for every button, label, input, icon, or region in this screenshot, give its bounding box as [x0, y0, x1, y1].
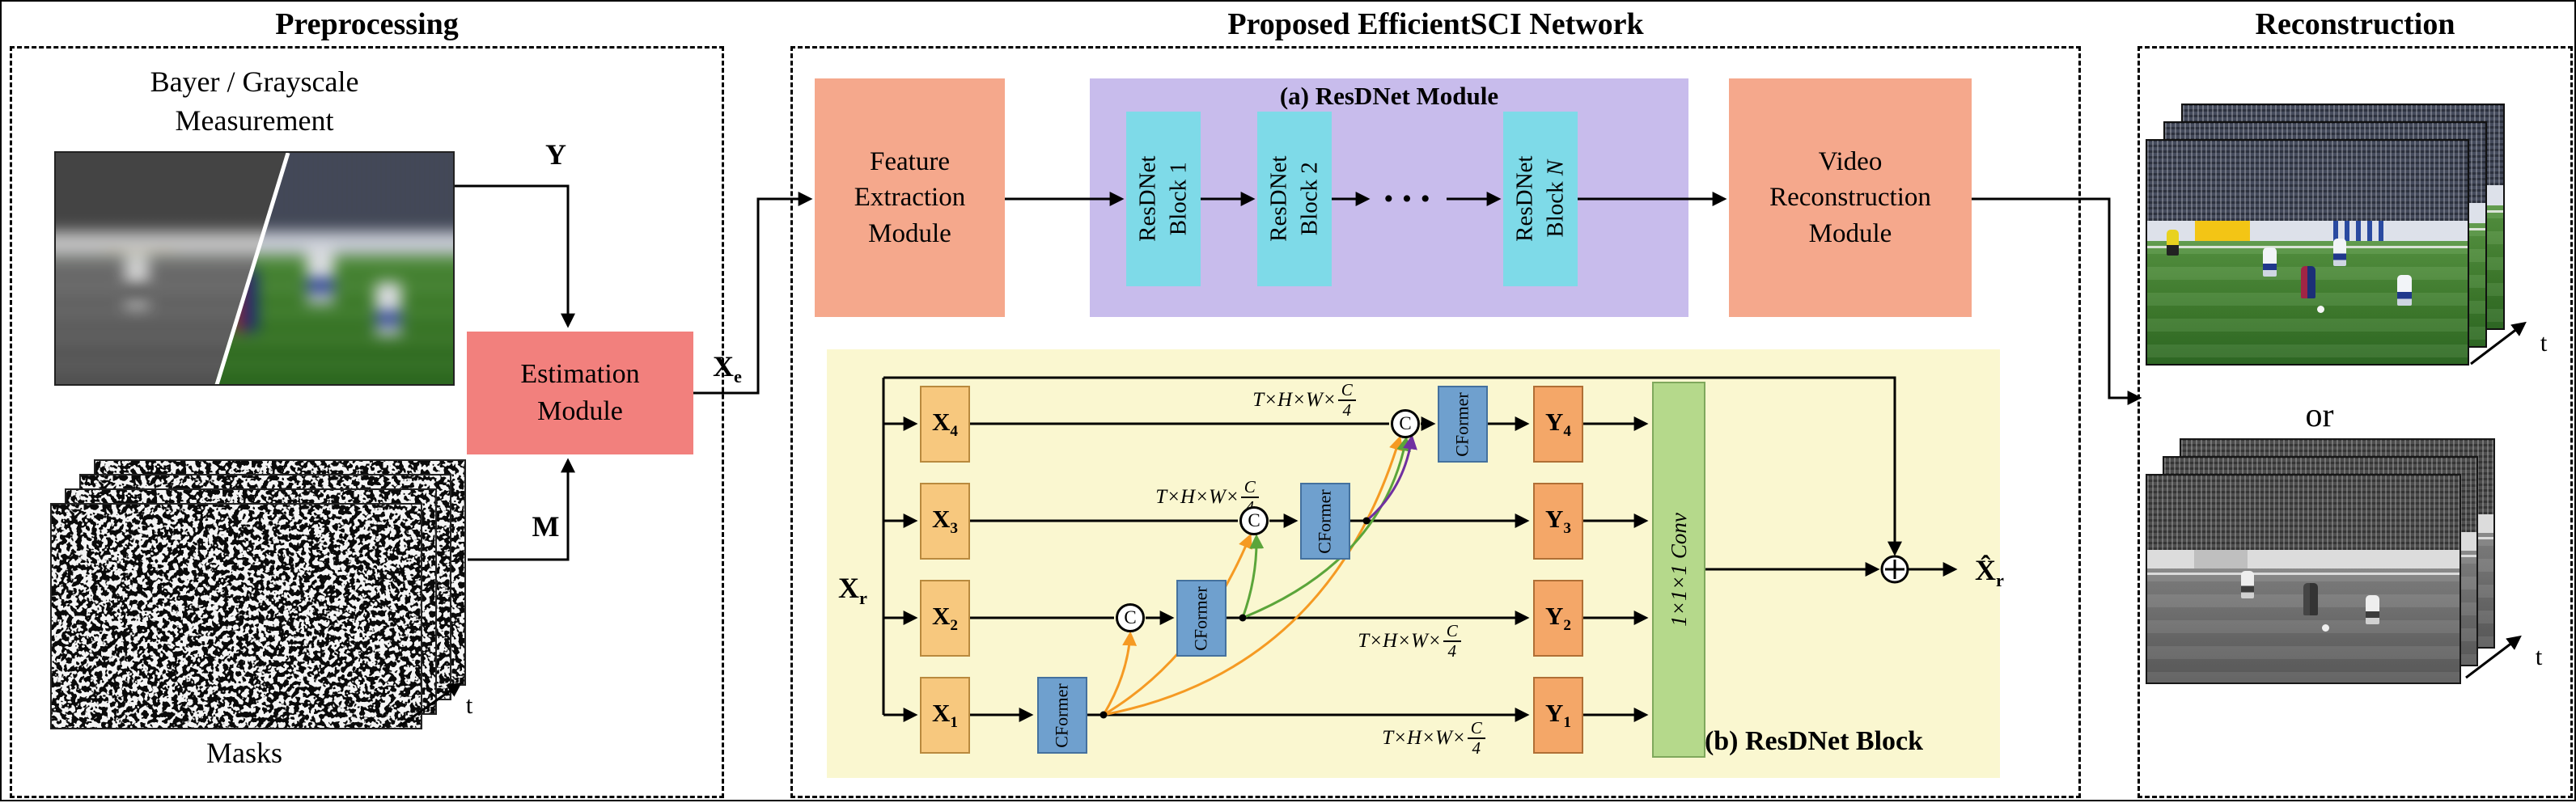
xr-hat-output-label: X̂r — [1975, 554, 2004, 591]
crowd-band — [2147, 141, 2468, 222]
feature-extraction-module: Feature Extraction Module — [815, 78, 1005, 317]
resdnet-block-2-line2: Block 2 — [1296, 162, 1323, 236]
or-label: or — [2305, 397, 2334, 434]
estimation-module: Estimation Module — [467, 332, 693, 454]
concat-node-2: C — [1116, 603, 1145, 632]
fem-line1: Feature — [870, 146, 950, 176]
concat-node-4: C — [1391, 409, 1420, 438]
player-figure — [2396, 274, 2412, 306]
y3-box: Y3 — [1533, 483, 1583, 560]
sideline — [2147, 245, 2468, 248]
cformer-1: CFormer — [1037, 677, 1087, 754]
resdnet-block-n-line2: Block N — [1542, 160, 1569, 238]
reconstruction-title: Reconstruction — [2255, 7, 2455, 41]
resdnet-block-1-label: ResDNet Block 1 — [1133, 156, 1193, 242]
conv-1x1x1-label: 1×1×1 Conv — [1666, 513, 1691, 627]
x2-box: X2 — [920, 580, 970, 657]
network-panel-border — [790, 46, 2081, 798]
ad-board — [56, 230, 286, 256]
masks-time-label: t — [465, 691, 473, 719]
mask-frame-1 — [50, 503, 422, 729]
resdnet-block-1-line1: ResDNet — [1134, 155, 1161, 243]
preprocessing-title: Preprocessing — [275, 7, 459, 41]
vrm-line3: Module — [1808, 218, 1892, 248]
y1-box: Y1 — [1533, 677, 1583, 754]
x1-box: X1 — [920, 677, 970, 754]
resdnet-block-n-label: ResDNet Block N — [1510, 156, 1570, 242]
player-figure — [306, 247, 334, 304]
x4-box: X4 — [920, 386, 970, 463]
estimation-module-line1: Estimation — [520, 359, 640, 390]
masks-label: Masks — [205, 737, 282, 769]
player-figure — [2240, 570, 2254, 598]
conv-1x1x1-box: 1×1×1 Conv — [1652, 382, 1705, 758]
vrm-line2: Reconstruction — [1769, 183, 1931, 213]
grayscale-stack — [2146, 438, 2498, 685]
ball — [2322, 624, 2330, 632]
resdnet-block-detail-title: (b) ResDNet Block — [1704, 726, 1924, 756]
fem-line2: Extraction — [854, 183, 966, 213]
color-time-label: t — [2540, 328, 2548, 357]
color-frame-1 — [2146, 139, 2469, 366]
color-scene — [2147, 141, 2468, 364]
measurement-caption: Bayer / Grayscale Measurement — [54, 62, 455, 140]
player-figure — [2262, 247, 2277, 277]
y2-box: Y2 — [1533, 580, 1583, 657]
measurement-caption-line2: Measurement — [175, 104, 334, 137]
x3-box: X3 — [920, 483, 970, 560]
resdnet-block-1: ResDNet Block 1 — [1126, 112, 1201, 286]
measurement-image — [54, 151, 455, 386]
cformer-3: CFormer — [1300, 483, 1350, 560]
player-figure — [2366, 595, 2380, 625]
resdnet-block-n-line1: ResDNet — [1511, 155, 1538, 243]
gray-scene — [2147, 475, 2459, 683]
crowd-band — [56, 153, 286, 231]
concat-node-3: C — [1239, 506, 1269, 535]
estimation-module-line2: Module — [537, 396, 623, 426]
resdnet-module-title: (a) ResDNet Module — [1279, 82, 1499, 110]
resdnet-block-2-label: ResDNet Block 2 — [1264, 156, 1324, 242]
player-figure — [2301, 265, 2316, 298]
cformer-4: CFormer — [1438, 386, 1488, 463]
resdnet-block-1-line2: Block 1 — [1165, 162, 1192, 236]
pitch — [2147, 241, 2468, 364]
vrm-line1: Video — [1818, 146, 1883, 176]
gray-time-label: t — [2535, 642, 2543, 670]
xe-label: Xe — [713, 350, 742, 387]
resdnet-block-2: ResDNet Block 2 — [1257, 112, 1332, 286]
player-figure — [125, 255, 149, 309]
resdnet-block-n: ResDNet Block N — [1503, 112, 1578, 286]
resdnet-blocks-ellipsis: ··· — [1381, 175, 1438, 221]
resdnet-block-2-line1: ResDNet — [1265, 155, 1292, 243]
fem-line3: Module — [868, 218, 951, 248]
player-figure — [375, 281, 402, 336]
player-figure — [2332, 239, 2346, 267]
video-reconstruction-module: Video Reconstruction Module — [1729, 78, 1972, 317]
cformer-2: CFormer — [1176, 580, 1227, 657]
diagonal-split-line — [214, 153, 290, 384]
preprocessing-panel-border — [10, 46, 724, 798]
tensor-dim-label-x3: T×H×W×C4 — [1118, 479, 1296, 516]
referee-figure — [2166, 230, 2179, 256]
measurement-y-label: Y — [545, 138, 566, 171]
gray-frame-1 — [2146, 474, 2461, 684]
xr-input-label: Xr — [838, 572, 867, 609]
ad-board-blue — [2332, 221, 2385, 242]
y4-box: Y4 — [1533, 386, 1583, 463]
player-figure — [2303, 583, 2318, 616]
reconstruction-panel-border — [2137, 46, 2573, 798]
masks-m-label: M — [532, 510, 560, 543]
measurement-caption-line1: Bayer / Grayscale — [150, 66, 359, 98]
network-title: Proposed EfficientSCI Network — [1227, 7, 1644, 41]
ad-board-yellow — [2195, 221, 2250, 242]
ball — [2316, 306, 2324, 314]
